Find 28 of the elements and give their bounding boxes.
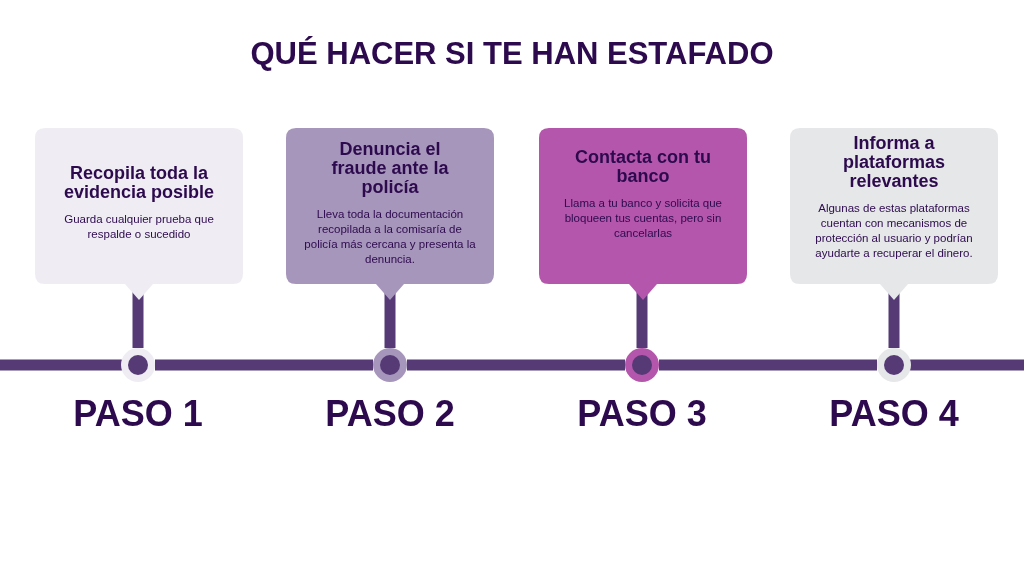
callout-box [790, 128, 998, 300]
step-description: Algunas de estas plataformas cuentan con mecanismos de protección al usuario y podrían ayudarte a recuperar el dinero. [814, 201, 974, 261]
callout-box [286, 128, 494, 300]
connector-line [888, 292, 900, 348]
connector-line [407, 359, 625, 371]
callout-box [35, 128, 243, 300]
step-heading: Recopila toda la evidencia posible [62, 164, 216, 202]
step-description: Lleva toda la documentación recopilada a la comisaría de policía más cercana y presenta la denuncia. [303, 207, 477, 267]
step-label: PASO 3 [576, 393, 708, 435]
step-label: PASO 2 [324, 393, 456, 435]
step-heading: Denuncia el fraude ante la policía [330, 140, 450, 197]
connector-line [155, 359, 373, 371]
connector-line [384, 292, 396, 348]
step-label: PASO 4 [828, 393, 960, 435]
timeline-marker [373, 348, 407, 382]
timeline-marker [877, 348, 911, 382]
step-description: Llama a tu banco y solicita que bloqueen tus cuentas, pero sin cancelarlas [563, 196, 723, 241]
step-heading: Contacta con tu banco [574, 148, 712, 186]
connector-line [636, 292, 648, 348]
connector-line [659, 359, 877, 371]
callout-box [539, 128, 747, 300]
step-description: Guarda cualquier prueba que respalde o sucedido [63, 212, 215, 242]
title: QUÉ HACER SI TE HAN ESTAFADO [249, 36, 775, 72]
step-label: PASO 1 [72, 393, 204, 435]
timeline-marker [625, 348, 659, 382]
connector-line [132, 292, 144, 348]
step-heading: Informa a plataformas relevantes [841, 134, 946, 191]
timeline-marker [121, 348, 155, 382]
